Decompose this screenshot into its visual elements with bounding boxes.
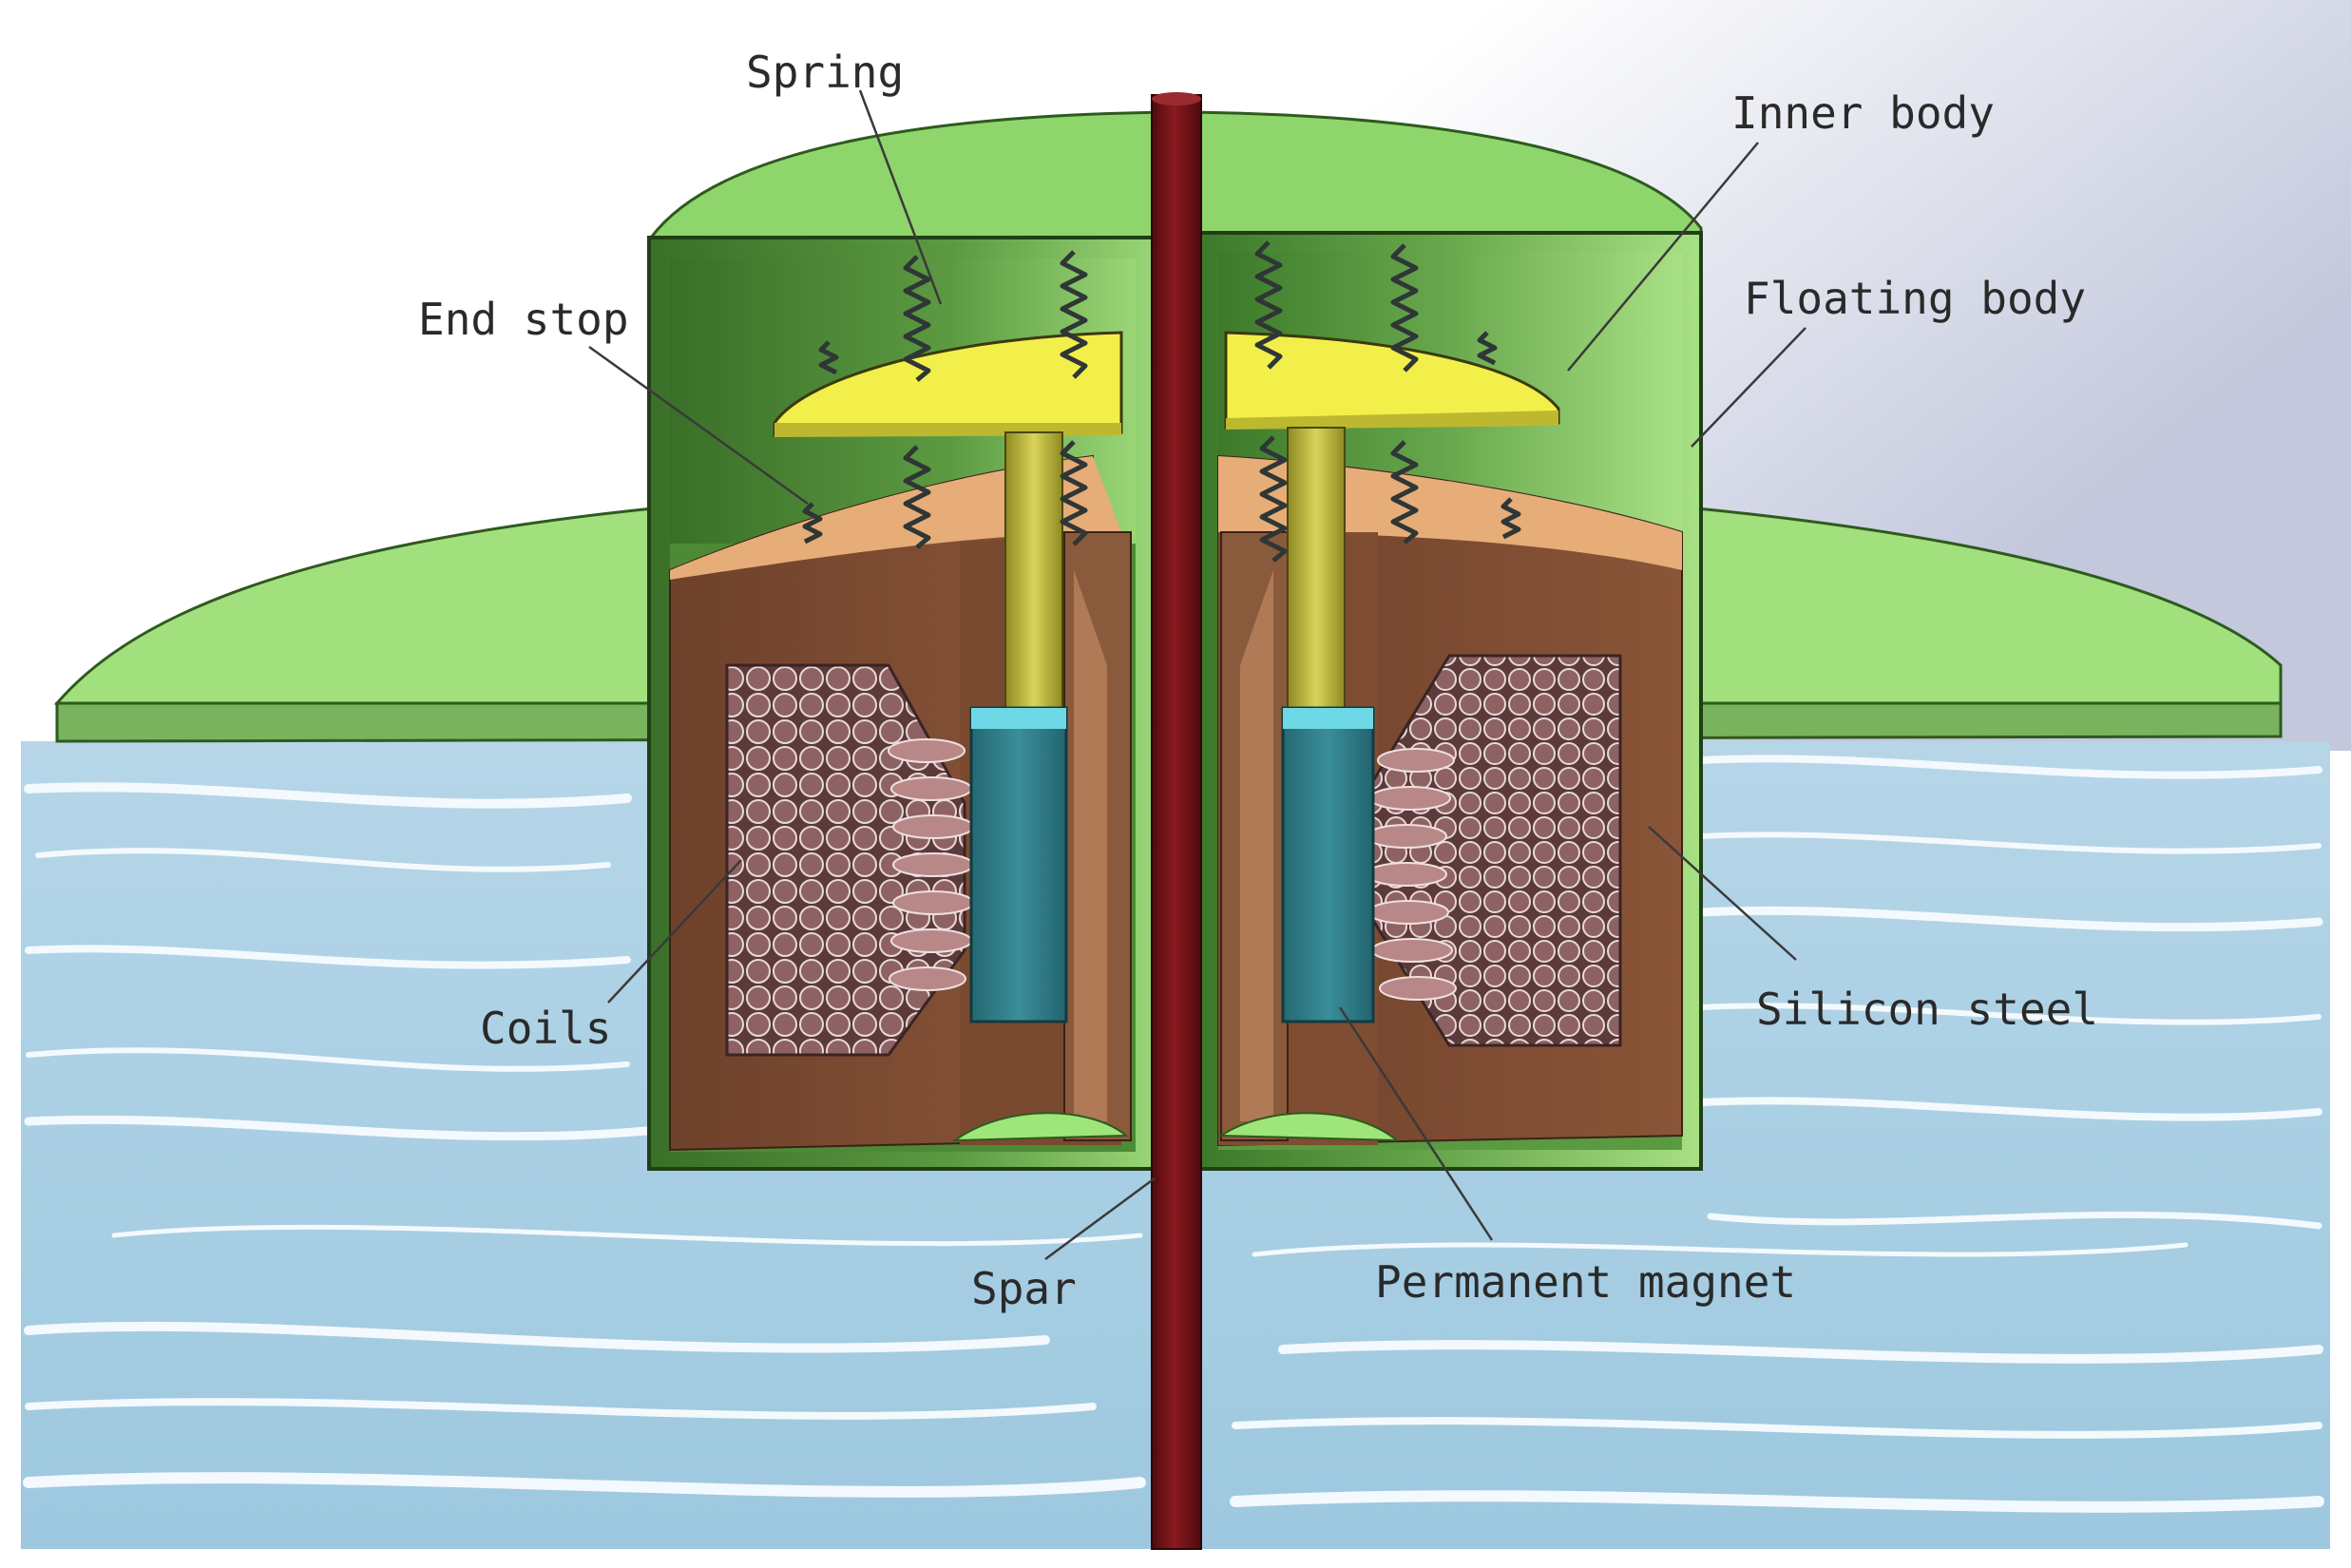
spar-top (1152, 92, 1201, 105)
springs (802, 240, 1521, 563)
inner-body (773, 331, 1560, 723)
spar (1151, 94, 1202, 1550)
permanent-magnet (969, 706, 1375, 1023)
label-silicon-steel: Silicon steel (1756, 984, 2098, 1035)
coils-right (1366, 654, 1622, 1047)
label-permanent-magnet: Permanent magnet (1375, 1256, 1796, 1308)
water-foam (23, 755, 2324, 1513)
leader-lines (588, 89, 1806, 1261)
label-end-stop: End stop (418, 294, 629, 345)
label-spring: Spring (746, 47, 904, 98)
label-inner-body: Inner body (1731, 87, 1995, 139)
label-floating-body: Floating body (1744, 273, 2086, 324)
label-spar: Spar (971, 1263, 1077, 1314)
label-coils: Coils (480, 1003, 611, 1054)
base-discs (951, 1112, 1400, 1142)
coils-left (725, 663, 974, 1057)
